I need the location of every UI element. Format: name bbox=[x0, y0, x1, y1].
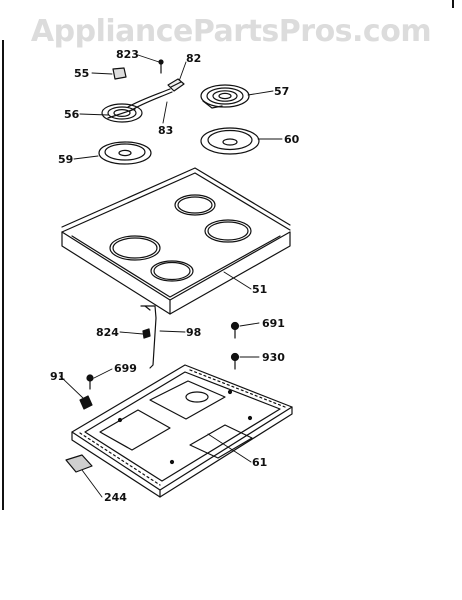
callout-labels: 823 82 55 57 56 83 60 59 51 824 98 691 9… bbox=[50, 48, 300, 504]
label-57: 57 bbox=[274, 85, 289, 98]
watermark: AppliancePartsPros.com bbox=[30, 14, 432, 49]
surface-unit-small-56 bbox=[101, 103, 143, 123]
screw-691 bbox=[230, 321, 240, 339]
bottom-pan-61 bbox=[71, 364, 293, 498]
screw-823 bbox=[158, 59, 164, 74]
rod-98 bbox=[140, 305, 157, 369]
clip-55 bbox=[112, 67, 127, 80]
screw-930 bbox=[230, 352, 240, 370]
label-83: 83 bbox=[158, 124, 173, 137]
bracket-91 bbox=[79, 395, 93, 410]
label-824: 824 bbox=[96, 326, 119, 339]
screw-824 bbox=[142, 328, 151, 339]
screw-699 bbox=[86, 374, 94, 390]
label-823: 823 bbox=[116, 48, 139, 61]
label-56: 56 bbox=[64, 108, 80, 121]
terminal-block-82 bbox=[167, 78, 185, 92]
label-699: 699 bbox=[114, 362, 137, 375]
leader-lines bbox=[59, 54, 283, 498]
label-55: 55 bbox=[74, 67, 89, 80]
wire-83 bbox=[127, 88, 173, 112]
label-91: 91 bbox=[50, 370, 65, 383]
frame-right-mark bbox=[452, 0, 454, 8]
label-61: 61 bbox=[252, 456, 267, 469]
label-244: 244 bbox=[104, 491, 127, 504]
surface-unit-large-57 bbox=[200, 84, 250, 109]
drip-pan-59 bbox=[98, 141, 152, 165]
drip-pan-60 bbox=[200, 127, 260, 155]
label-930: 930 bbox=[262, 351, 285, 364]
label-691: 691 bbox=[262, 317, 285, 330]
label-59: 59 bbox=[58, 153, 73, 166]
plate-244 bbox=[65, 454, 93, 473]
cooktop-51 bbox=[61, 167, 291, 315]
label-51: 51 bbox=[252, 283, 267, 296]
frame-left-mark bbox=[2, 40, 4, 510]
label-60: 60 bbox=[284, 133, 300, 146]
label-98: 98 bbox=[186, 326, 201, 339]
label-82: 82 bbox=[186, 52, 201, 65]
